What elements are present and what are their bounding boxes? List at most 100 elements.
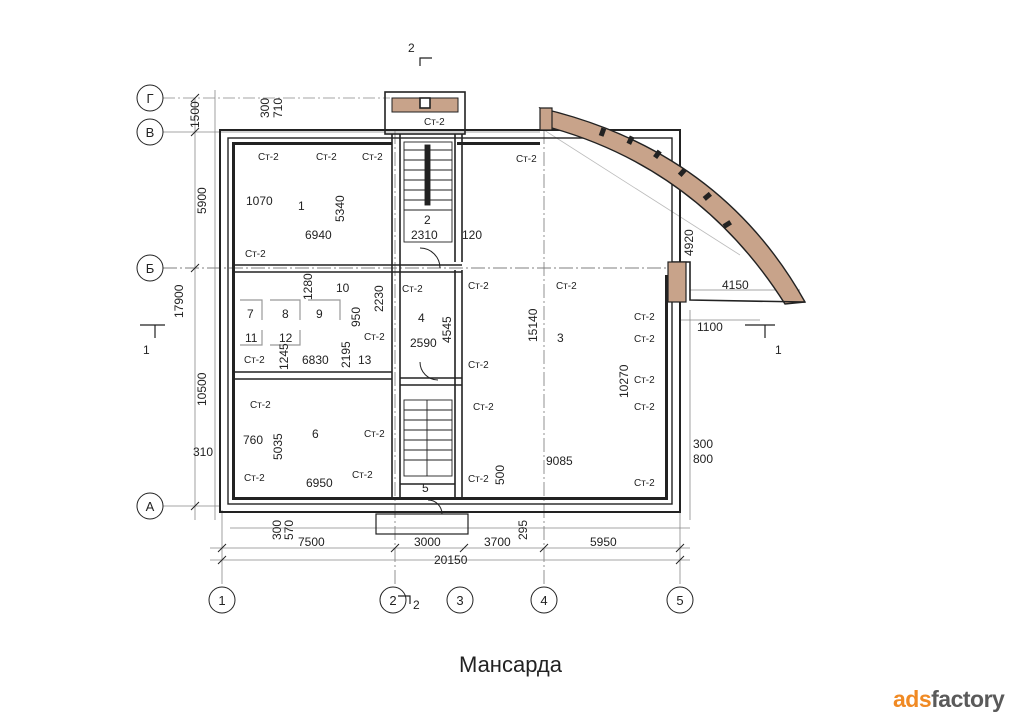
dim-500: 500	[493, 465, 507, 485]
wall-type-label: Ст-2	[556, 281, 577, 292]
axis-1: 1	[218, 593, 225, 608]
axis-3: 3	[456, 593, 463, 608]
axis-markers-letters	[136, 84, 164, 520]
entrance-step	[375, 513, 469, 535]
axis-a: А	[146, 499, 155, 514]
dim-310: 310	[193, 445, 213, 459]
dim-1280: 1280	[301, 273, 315, 300]
room-7-num: 7	[247, 307, 254, 321]
room-1-num: 1	[298, 199, 305, 213]
dim-4150: 4150	[722, 278, 749, 292]
wall-type-label: Ст-2	[402, 284, 423, 295]
dim-3700: 3700	[484, 535, 511, 549]
axis-5: 5	[676, 593, 683, 608]
dim-295: 295	[516, 520, 530, 540]
wall-type-label: Ст-2	[316, 152, 337, 163]
wall-type-label: Ст-2	[468, 360, 489, 371]
dim-2230: 2230	[372, 285, 386, 312]
room-3-width: 9085	[546, 454, 573, 468]
room-6-width: 6950	[306, 476, 333, 490]
room-3-height: 15140	[526, 308, 540, 342]
dim-20150: 20150	[434, 553, 468, 567]
watermark-part2: factory	[931, 686, 1005, 712]
dim-5900: 5900	[195, 187, 209, 214]
dim-10500: 10500	[195, 372, 209, 406]
dim-4920: 4920	[682, 229, 696, 256]
wall-type-labels: Ст-2 Ст-2 Ст-2 Ст-2 Ст-2 Ст-2 Ст-2 Ст-2 …	[244, 117, 655, 489]
bay-window	[538, 106, 807, 305]
wall-type-label: Ст-2	[468, 281, 489, 292]
dim-2195: 2195	[339, 341, 353, 368]
dim-17900: 17900	[172, 284, 186, 318]
room-2-width: 2310	[411, 228, 438, 242]
room-1-width: 6940	[305, 228, 332, 242]
wall-type-label: Ст-2	[473, 402, 494, 413]
wall-type-label: Ст-2	[245, 249, 266, 260]
interior-walls	[232, 134, 463, 500]
room-11-num: 11	[245, 331, 258, 345]
room-8-num: 8	[282, 307, 289, 321]
doors	[419, 247, 443, 515]
dim-760: 760	[243, 433, 263, 447]
wall-type-label: Ст-2	[468, 474, 489, 485]
dimension-ticks	[190, 93, 685, 565]
room-13-width: 6830	[302, 353, 329, 367]
stairs-upper	[403, 141, 453, 243]
room-2-num: 2	[424, 213, 431, 227]
room-1-height: 5340	[333, 195, 347, 222]
wall-type-label: Ст-2	[634, 312, 655, 323]
dim-1100: 1100	[697, 320, 723, 334]
dim-300-bottom: 300	[270, 520, 284, 540]
dim-570: 570	[282, 520, 296, 540]
wall-type-label: Ст-2	[634, 478, 655, 489]
section-right: 1	[775, 343, 782, 357]
axis-v: В	[146, 125, 155, 140]
wall-type-label: Ст-2	[250, 400, 271, 411]
room-12-num: 12	[279, 331, 293, 345]
wall-type-label: Ст-2	[244, 473, 265, 484]
room-4-height: 4545	[440, 316, 454, 343]
dim-300-top: 300	[258, 98, 272, 118]
wall-type-label: Ст-2	[634, 334, 655, 345]
floor-title: Мансарда	[459, 652, 562, 677]
axis-b: Б	[146, 261, 155, 276]
wall-type-label: Ст-2	[352, 470, 373, 481]
watermark-part1: ads	[893, 686, 932, 712]
section-marks	[140, 57, 775, 604]
section-bottom: 2	[413, 598, 420, 612]
stair-tower	[384, 91, 466, 135]
room-6-num: 6	[312, 427, 319, 441]
wall-dots	[232, 142, 668, 500]
dim-710: 710	[271, 98, 285, 118]
dim-1500: 1500	[188, 101, 202, 128]
dim-7500: 7500	[298, 535, 325, 549]
section-left: 1	[143, 343, 150, 357]
wall-type-label: Ст-2	[634, 402, 655, 413]
axis-markers-numbers	[208, 586, 694, 614]
watermark-logo: adsfactory	[893, 686, 1005, 713]
dim-1070: 1070	[246, 194, 273, 208]
wall-type-label: Ст-2	[364, 332, 385, 343]
axis-4: 4	[540, 593, 547, 608]
room-9-num: 9	[316, 307, 323, 321]
dim-950: 950	[349, 307, 363, 327]
dim-300-right: 300	[693, 437, 713, 451]
room-3-height2: 10270	[617, 364, 631, 398]
wall-type-label: Ст-2	[634, 375, 655, 386]
axis-2: 2	[389, 593, 396, 608]
outer-walls	[219, 129, 681, 513]
section-top: 2	[408, 41, 415, 55]
stairs-lower	[403, 399, 453, 477]
room-5-num: 5	[422, 481, 429, 495]
room-3-num: 3	[557, 331, 564, 345]
wall-type-label: Ст-2	[424, 117, 445, 128]
dim-5950: 5950	[590, 535, 617, 549]
room-6-height: 5035	[271, 433, 285, 460]
room-4-width: 2590	[410, 336, 437, 350]
stalls	[240, 299, 341, 346]
dim-3000: 3000	[414, 535, 441, 549]
wall-type-label: Ст-2	[516, 154, 537, 165]
dim-1245: 1245	[277, 343, 291, 370]
